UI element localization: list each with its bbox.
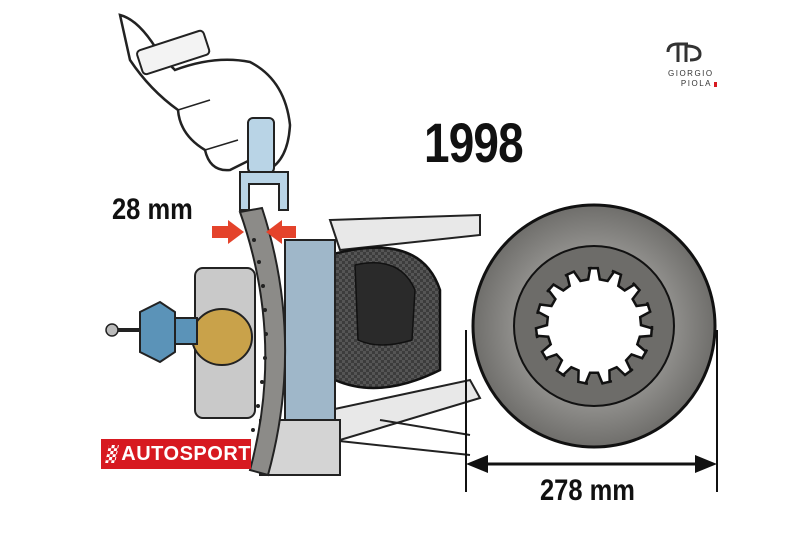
axle-nut (105, 300, 198, 364)
autosport-badge: AUTOSPORT (101, 439, 251, 469)
diameter-label: 278 mm (540, 474, 635, 507)
artist-logo: GIORGIO PIOLA (668, 69, 712, 89)
thickness-arrow-left-icon (212, 220, 244, 244)
caliper-gauge (239, 117, 289, 211)
brake-duct (328, 246, 442, 390)
thickness-arrow-right-icon (266, 220, 296, 244)
artist-logo-line1: GIORGIO (668, 69, 714, 78)
diameter-arrow-icon (465, 330, 718, 492)
thickness-label: 28 mm (112, 193, 193, 226)
brake-disc-side-view (238, 206, 287, 477)
artist-logo-line2: PIOLA (680, 79, 712, 88)
autosport-badge-text: AUTOSPORT (121, 442, 251, 465)
artist-logo-icon (666, 42, 717, 87)
suspension-arms (328, 213, 482, 456)
hub-assembly (191, 239, 341, 476)
autosport-flag-icon (105, 445, 120, 463)
brake-disc-icon (471, 203, 717, 449)
year-title: 1998 (424, 111, 524, 174)
